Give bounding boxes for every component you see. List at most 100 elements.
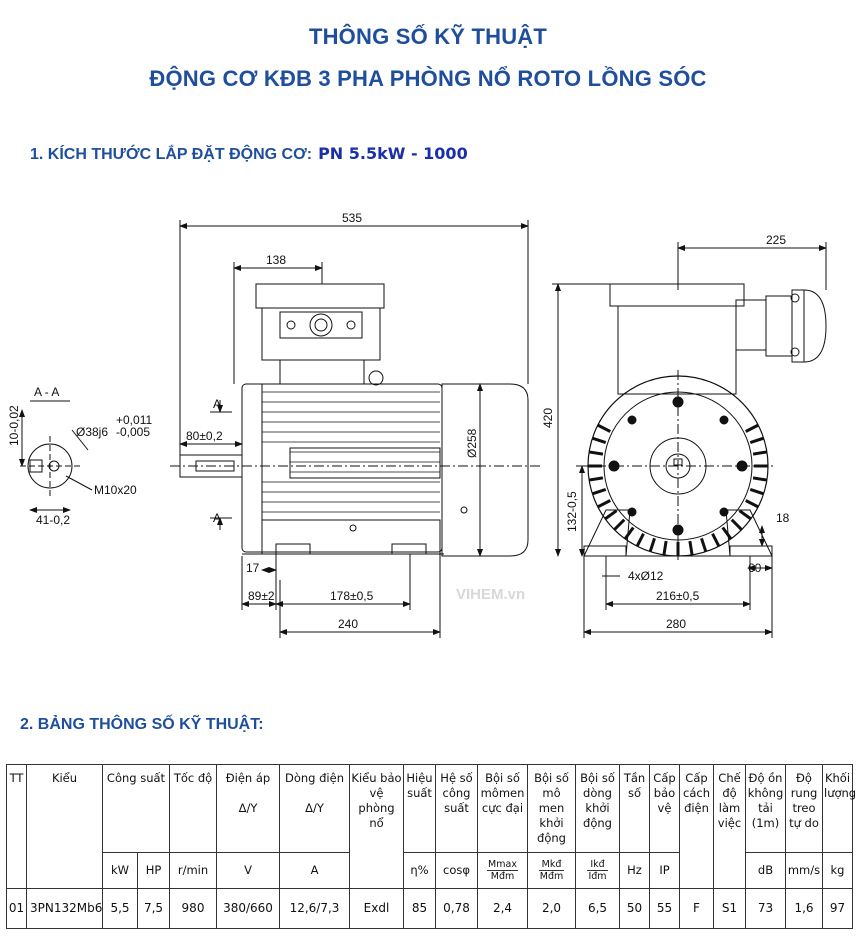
cell-kw: 5,5: [102, 888, 138, 929]
cooling-fin: [752, 450, 768, 456]
unit-cos: cosφ: [435, 852, 478, 889]
table-row: 01 3PN132Mb6 5,5 7,5 980 380/660 12,6/7,…: [6, 888, 853, 929]
unit-hz: Hz: [619, 852, 650, 889]
cooling-fin: [749, 488, 765, 496]
dim-key-width: 41-0,2: [36, 513, 70, 527]
th-tt: TT: [6, 764, 27, 889]
th-model: Kiểu: [26, 764, 103, 889]
th-current-label: Dòng điện: [285, 771, 344, 785]
th-ip: Cấp bảo vệ: [649, 764, 680, 853]
cooling-fin: [591, 488, 607, 496]
cooling-fin: [648, 537, 656, 553]
th-start-torque: Bội số mô men khởi động: [527, 764, 576, 853]
dim-key-depth: 10-0,02: [7, 405, 21, 446]
th-current-sub: Δ/Y: [305, 801, 324, 815]
unit-ikd-den: Iđm: [588, 870, 607, 882]
section2-heading: 2. BẢNG THÔNG SỐ KỸ THUẬT:: [20, 716, 264, 733]
cooling-fin: [738, 509, 752, 521]
cooling-fin: [711, 533, 721, 547]
dim-height-total: 420: [541, 408, 555, 428]
dim-shaft-length: 80±0,2: [186, 429, 223, 443]
dim-hole-spacing-wide: 216±0,5: [656, 589, 700, 603]
cooling-fin: [635, 533, 645, 547]
cooling-fin: [752, 476, 768, 482]
cell-freq: 50: [619, 888, 650, 929]
dim-bolt-holes: 4xØ12: [628, 569, 664, 583]
unit-hp: HP: [137, 852, 170, 889]
cell-weight: 97: [822, 888, 853, 929]
cooling-fin: [597, 423, 611, 433]
dim-box-offset: 225: [766, 233, 786, 247]
th-weight: Khối lượng: [822, 764, 856, 853]
cell-ip: 55: [649, 888, 680, 929]
th-insulation: Cấp cách điện: [679, 764, 714, 889]
th-power: Công suất: [102, 764, 170, 853]
dim-shaft-dia: Ø38j6: [76, 425, 108, 439]
doc-title-line2: ĐỘNG CƠ KĐB 3 PHA PHÒNG NỔ ROTO LỒNG SÓC: [149, 66, 707, 91]
dim-terminal-box: 138: [266, 253, 286, 267]
cooling-fin: [662, 540, 668, 556]
unit-mmax-den: Mđm: [490, 870, 515, 882]
dim-foot-edge: 60: [748, 561, 762, 575]
cell-duty: S1: [713, 888, 746, 929]
section-label: A - A: [34, 385, 59, 399]
unit-kw: kW: [102, 852, 138, 889]
cooling-fin: [591, 436, 607, 444]
th-noise: Độ ồn không tải (1m): [745, 764, 786, 853]
cooling-fin: [597, 499, 611, 509]
cell-rpm: 980: [169, 888, 217, 929]
motor-dimension-drawing: 535 138 A - A 10-0,02 Ø38j6 +0,011 -0,00…: [7, 211, 827, 638]
cooling-fin: [613, 518, 626, 531]
unit-eff: η%: [403, 852, 436, 889]
unit-ikd-num: Ikđ: [587, 859, 608, 871]
th-max-torque: Bội số mômen cực đại: [477, 764, 528, 853]
th-voltage: Điện áp Δ/Y: [216, 764, 280, 853]
cell-insulation: F: [679, 888, 714, 929]
th-voltage-label: Điện áp: [225, 771, 271, 785]
watermark: VIHEM.vn: [456, 586, 526, 603]
unit-rpm: r/min: [169, 852, 217, 889]
unit-v: V: [216, 852, 280, 889]
dim-shaft-tol-lower: -0,005: [116, 425, 150, 439]
th-start-current: Bội số dòng khởi động: [575, 764, 620, 853]
cell-start-current: 6,5: [575, 888, 620, 929]
section-mark-top: A: [213, 397, 221, 411]
unit-mkd-num: Mkđ: [538, 859, 565, 871]
spec-table: TT Kiểu Công suất Tốc độ Điện áp Δ/Y Dòng…: [6, 764, 856, 929]
cooling-fin: [623, 526, 635, 540]
cell-start-torque: 2,0: [527, 888, 576, 929]
unit-kg: kg: [822, 852, 853, 889]
dim-shaft-height: 132-0,5: [565, 491, 579, 532]
cooling-fin: [604, 509, 618, 521]
cell-noise: 73: [745, 888, 786, 929]
section-mark-bottom: A: [213, 511, 221, 525]
cooling-fin: [688, 540, 694, 556]
dim-foot-gap: 17: [246, 561, 260, 575]
dim-overall-length: 535: [342, 211, 362, 225]
th-voltage-sub: Δ/Y: [238, 801, 258, 815]
cooling-fin: [721, 526, 733, 540]
th-speed: Tốc độ: [169, 764, 217, 853]
cooling-fin: [588, 476, 604, 482]
cell-current: 12,6/7,3: [279, 888, 350, 929]
unit-mms: mm/s: [785, 852, 823, 889]
cooling-fin: [700, 537, 708, 553]
unit-a: A: [279, 852, 350, 889]
cell-protection: Exdl: [349, 888, 404, 929]
cooling-fin: [588, 450, 604, 456]
dim-foot-length: 240: [338, 617, 358, 631]
cooling-fin: [749, 436, 765, 444]
cell-voltage: 380/660: [216, 888, 280, 929]
dim-hole-spacing-long: 178±0,5: [330, 589, 374, 603]
section1-heading: 1. KÍCH THƯỚC LẮP ĐẶT ĐỘNG CƠ: PN 5.5kW -…: [30, 144, 468, 164]
dim-foot-thickness: 18: [776, 511, 790, 525]
section1-label: 1. KÍCH THƯỚC LẮP ĐẶT ĐỘNG CƠ:: [30, 146, 313, 163]
th-duty: Chế độ làm việc: [713, 764, 746, 889]
motor-model: PN 5.5kW - 1000: [318, 144, 468, 163]
cooling-fin: [745, 423, 759, 433]
cooling-fin: [745, 499, 759, 509]
unit-db: dB: [745, 852, 786, 889]
